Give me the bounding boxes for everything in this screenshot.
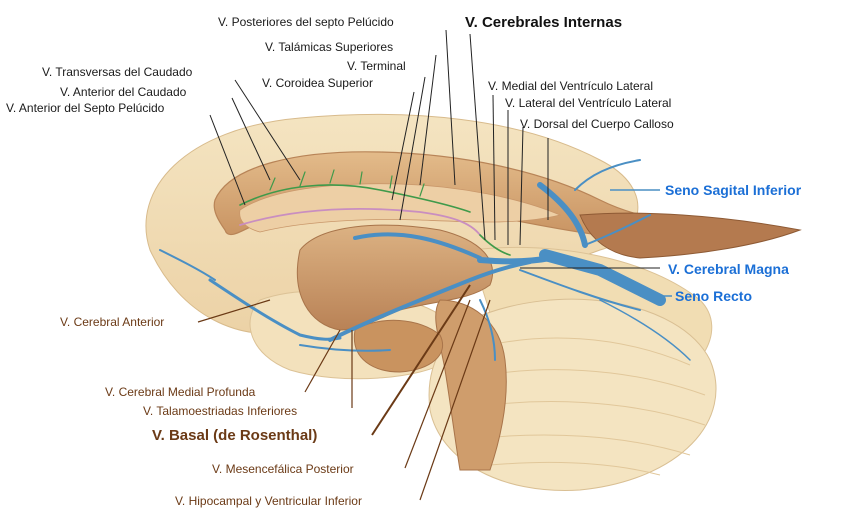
tentorium: [580, 213, 800, 258]
label-talamoestriadas-inferiores: V. Talamoestriadas Inferiores: [143, 405, 297, 417]
label-cerebral-anterior: V. Cerebral Anterior: [60, 316, 164, 328]
label-coroidea-superior: V. Coroidea Superior: [262, 77, 373, 89]
label-anterior-caudado: V. Anterior del Caudado: [60, 86, 186, 98]
label-posteriores-septo: V. Posteriores del septo Pelúcido: [218, 16, 394, 28]
label-mesencefalica-posterior: V. Mesencefálica Posterior: [212, 463, 354, 475]
label-cerebral-medial-profunda: V. Cerebral Medial Profunda: [105, 386, 255, 398]
label-anterior-septo: V. Anterior del Septo Pelúcido: [6, 102, 164, 114]
label-seno-sagital-inferior: Seno Sagital Inferior: [665, 183, 801, 197]
label-transversas-caudado: V. Transversas del Caudado: [42, 66, 192, 78]
label-medial-ventriculo: V. Medial del Ventrículo Lateral: [488, 80, 653, 92]
label-terminal: V. Terminal: [347, 60, 406, 72]
label-cerebrales-internas: V. Cerebrales Internas: [465, 15, 622, 30]
label-basal-rosenthal: V. Basal (de Rosenthal): [152, 428, 317, 443]
label-cerebral-magna: V. Cerebral Magna: [668, 262, 789, 276]
label-hipocampal-ventricular: V. Hipocampal y Ventricular Inferior: [175, 495, 362, 507]
label-dorsal-cuerpo-calloso: V. Dorsal del Cuerpo Calloso: [520, 118, 674, 130]
label-talamicas-superiores: V. Talámicas Superiores: [265, 41, 393, 53]
label-lateral-ventriculo: V. Lateral del Ventrículo Lateral: [505, 97, 671, 109]
label-seno-recto: Seno Recto: [675, 289, 752, 303]
